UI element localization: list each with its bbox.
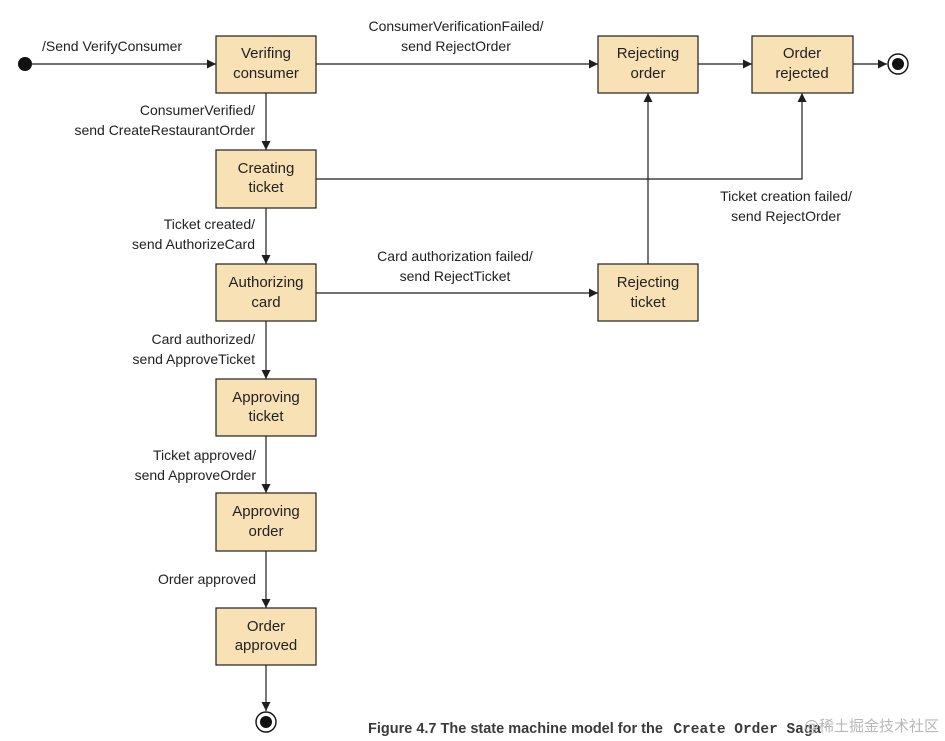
state-label-line: consumer: [233, 65, 299, 82]
state-label-line: card: [251, 294, 280, 311]
edge-creating-to-order-rejected: [316, 93, 807, 180]
state-label-line: Approving: [232, 503, 300, 520]
transition-label-line: ConsumerVerificationFailed/: [368, 18, 543, 34]
transition-label-line: send RejectOrder: [401, 38, 511, 54]
figure-caption: Figure 4.7 The state machine model for t…: [368, 720, 822, 738]
state-order-approved: Order approved: [215, 607, 317, 666]
transition-label-line: send AuthorizeCard: [132, 236, 255, 252]
state-rejecting-order: Rejecting order: [597, 35, 699, 94]
transition-label-line: Ticket creation failed/: [720, 188, 852, 204]
transition-label-line: ConsumerVerified/: [140, 102, 255, 118]
state-authorizing-card: Authorizing card: [215, 263, 317, 322]
state-approving-ticket: Approving ticket: [215, 378, 317, 437]
watermark: @稀土掘金技术社区: [804, 717, 939, 735]
transition-label-line: Card authorized/: [151, 331, 255, 347]
transition-label-line: send CreateRestaurantOrder: [74, 122, 255, 138]
transition-label-line: send ApproveTicket: [133, 351, 256, 367]
state-label-line: Rejecting: [617, 45, 680, 62]
transition-label-ticket-created: Ticket created/ send AuthorizeCard: [132, 216, 255, 252]
transition-label-ticket-creation-failed: Ticket creation failed/ send RejectOrder: [720, 188, 852, 224]
transition-label-ticket-approved: Ticket approved/ send ApproveOrder: [135, 447, 257, 483]
transition-label-start: /Send VerifyConsumer: [42, 38, 182, 54]
state-label-line: Rejecting: [617, 274, 680, 291]
state-label-line: Verifing: [241, 45, 291, 62]
state-label-line: order: [248, 523, 283, 540]
transition-label-line: Card authorization failed/: [377, 248, 533, 264]
transition-label-order-approved: Order approved: [158, 571, 256, 587]
state-label-line: rejected: [775, 65, 828, 82]
transition-label-line: Ticket approved/: [153, 447, 256, 463]
state-creating-ticket: Creating ticket: [215, 149, 317, 209]
state-verifying-consumer: Verifing consumer: [215, 35, 317, 94]
state-label-line: ticket: [248, 179, 284, 196]
state-label-line: approved: [235, 637, 298, 654]
transition-label-card-authorized: Card authorized/ send ApproveTicket: [133, 331, 256, 367]
transition-label-card-authorization-failed: Card authorization failed/ send RejectTi…: [377, 248, 533, 284]
state-label-line: Order: [783, 45, 821, 62]
transition-label-line: Ticket created/: [164, 216, 255, 232]
state-order-rejected: Order rejected: [751, 35, 854, 94]
transition-label-line: send RejectOrder: [731, 208, 841, 224]
state-label-line: Approving: [232, 389, 300, 406]
final-state-top: [887, 53, 909, 75]
initial-state-dot: [18, 57, 32, 71]
state-label-line: Authorizing: [228, 274, 303, 291]
state-label-line: ticket: [248, 408, 284, 425]
state-label-line: Creating: [238, 160, 295, 177]
state-label-line: order: [630, 65, 665, 82]
transition-label-consumer-verification-failed: ConsumerVerificationFailed/ send RejectO…: [368, 18, 543, 54]
state-label-line: Order: [247, 618, 285, 635]
figure-caption-text: Figure 4.7 The state machine model for t…: [368, 721, 663, 737]
transition-label-line: send RejectTicket: [400, 268, 511, 284]
state-rejecting-ticket: Rejecting ticket: [597, 263, 699, 322]
final-state-bottom: [255, 711, 277, 733]
state-approving-order: Approving order: [215, 492, 317, 552]
figure-caption-code: Create Order Saga: [673, 722, 821, 738]
state-label-line: ticket: [630, 294, 666, 311]
transition-label-line: send ApproveOrder: [135, 467, 257, 483]
transition-label-consumer-verified: ConsumerVerified/ send CreateRestaurantO…: [74, 102, 255, 138]
